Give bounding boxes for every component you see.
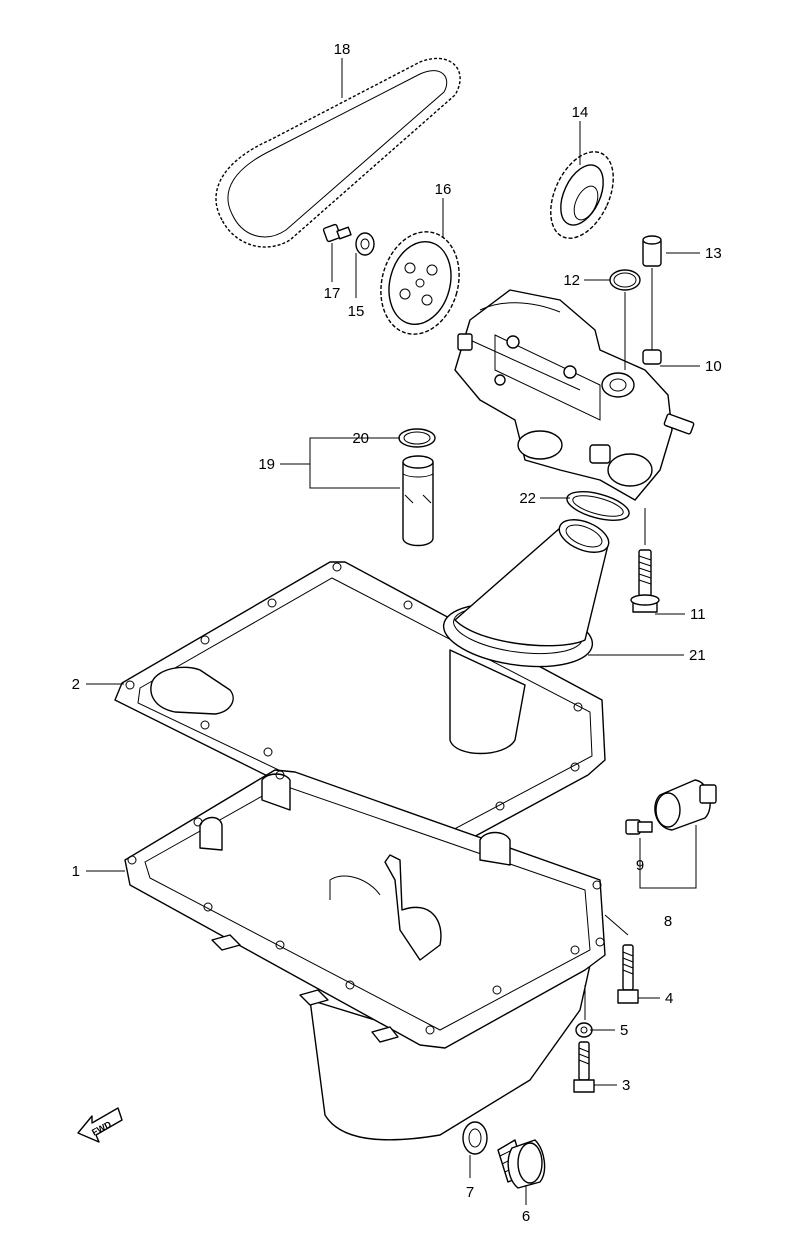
drive-chain bbox=[215, 57, 461, 248]
pump-mounting-bolt bbox=[630, 549, 660, 613]
callout-10: 10 bbox=[705, 358, 722, 375]
callout-21: 21 bbox=[689, 647, 706, 664]
callout-5: 5 bbox=[620, 1022, 628, 1039]
callout-14: 14 bbox=[572, 104, 589, 121]
oil-pipe bbox=[402, 455, 434, 547]
callout-11: 11 bbox=[690, 606, 706, 623]
callout-labels: 18 14 16 17 15 13 12 10 20 19 22 11 21 2… bbox=[72, 41, 722, 1225]
callout-22: 22 bbox=[519, 490, 536, 507]
oil-pressure-switch bbox=[654, 779, 717, 831]
switch-bolt bbox=[625, 819, 653, 835]
forward-direction-arrow: FWD bbox=[77, 1107, 123, 1143]
dowel-pin bbox=[642, 235, 662, 267]
callout-1: 1 bbox=[72, 863, 80, 880]
callout-15: 15 bbox=[348, 303, 365, 320]
oil-pump-assembly bbox=[454, 289, 695, 501]
callout-16: 16 bbox=[435, 181, 452, 198]
callout-9: 9 bbox=[636, 857, 644, 874]
callout-19: 19 bbox=[258, 456, 275, 473]
callout-3: 3 bbox=[622, 1077, 630, 1094]
callout-7: 7 bbox=[466, 1184, 474, 1201]
oil-pump-drive-sprocket bbox=[380, 231, 460, 335]
pump-o-ring bbox=[609, 269, 641, 291]
callout-12: 12 bbox=[563, 272, 580, 289]
sprocket-bolt bbox=[322, 223, 352, 243]
callout-20: 20 bbox=[352, 430, 369, 447]
oil-pan-bolt-short bbox=[573, 1041, 595, 1093]
oil-drain-plug bbox=[497, 1139, 546, 1189]
oil-pipe-o-ring bbox=[398, 428, 436, 448]
oil-strainer bbox=[442, 519, 610, 755]
oil-pan bbox=[124, 769, 606, 1141]
callout-18: 18 bbox=[334, 41, 351, 58]
leader-lines bbox=[86, 58, 700, 1205]
oil-pump-driven-sprocket bbox=[550, 151, 614, 239]
callout-13: 13 bbox=[705, 245, 722, 262]
oil-pan-washer bbox=[575, 1022, 593, 1038]
sprocket-washer bbox=[355, 232, 375, 256]
callout-8: 8 bbox=[664, 913, 672, 930]
drain-plug-gasket bbox=[462, 1121, 488, 1155]
callout-17: 17 bbox=[324, 285, 341, 302]
callout-6: 6 bbox=[522, 1208, 530, 1225]
callout-4: 4 bbox=[665, 990, 673, 1007]
oil-pan-bolt-long bbox=[617, 944, 639, 1004]
callout-2: 2 bbox=[72, 676, 80, 693]
